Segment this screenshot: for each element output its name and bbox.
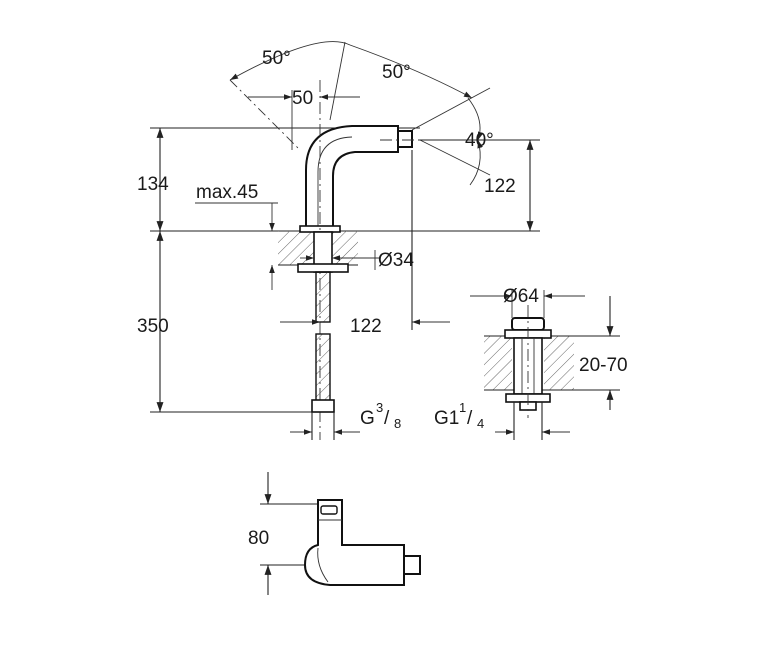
waste-side-view: Ø64 20-70 G1 1 / 4 bbox=[434, 286, 628, 440]
svg-text:8: 8 bbox=[394, 416, 401, 431]
hose-length-label: 350 bbox=[137, 316, 169, 337]
svg-text:3: 3 bbox=[376, 400, 383, 415]
top-view-nozzle bbox=[403, 555, 421, 575]
top-view-body bbox=[303, 499, 405, 586]
waste-thickness-label: 20-70 bbox=[579, 355, 628, 376]
svg-text:4: 4 bbox=[477, 416, 484, 431]
faucet-top-view: 80 bbox=[248, 472, 421, 595]
height-above-deck-label: 134 bbox=[137, 174, 169, 195]
threaded-rod bbox=[311, 271, 335, 413]
basin-hatch-right bbox=[544, 336, 574, 390]
svg-text:G1: G1 bbox=[434, 408, 459, 429]
spout-angle-label: 40° bbox=[465, 130, 494, 151]
spout-height-label: 122 bbox=[484, 176, 516, 197]
svg-text:G: G bbox=[360, 408, 375, 429]
angle-right-label: 50° bbox=[382, 62, 411, 83]
waste-diameter-label: Ø64 bbox=[503, 286, 539, 307]
waste-thread-label: G1 1 / 4 bbox=[434, 400, 484, 431]
svg-text:1: 1 bbox=[459, 400, 466, 415]
reach-label: 122 bbox=[350, 316, 382, 337]
spout-nozzle bbox=[397, 130, 413, 148]
deck-thickness-label: max.45 bbox=[196, 182, 258, 203]
svg-text:/: / bbox=[467, 408, 473, 429]
faucet-side-view: 50° 50° 50 40° 134 max.45 122 Ø34 350 12… bbox=[137, 41, 540, 440]
svg-text:/: / bbox=[384, 408, 390, 429]
basin-hatch-left bbox=[484, 336, 512, 390]
top-view-depth-label: 80 bbox=[248, 528, 269, 549]
hose-thread-label: G 3 / 8 bbox=[360, 400, 401, 431]
spout-width-label: 50 bbox=[292, 88, 313, 109]
bore-diameter-label: Ø34 bbox=[378, 250, 414, 271]
angle-left-label: 50° bbox=[262, 48, 291, 69]
